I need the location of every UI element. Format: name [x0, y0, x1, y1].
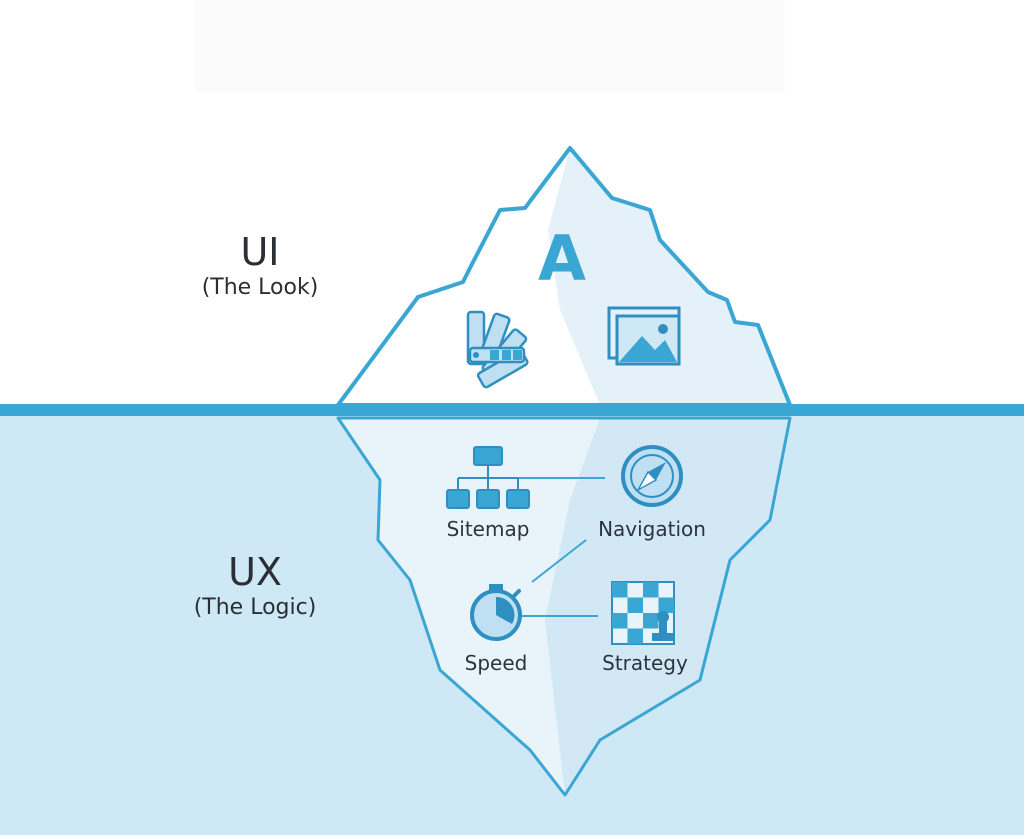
ux-title: UX	[228, 550, 282, 594]
color-swatch-icon	[466, 310, 529, 389]
ui-title: UI	[240, 230, 280, 274]
svg-text:A: A	[538, 222, 586, 295]
ui-label-group: UI (The Look)	[200, 230, 320, 302]
speed-label: Speed	[465, 651, 528, 675]
navigation-label: Navigation	[598, 517, 706, 541]
chess-strategy-icon	[611, 581, 675, 645]
connector-line	[531, 539, 587, 583]
stopwatch-icon	[470, 584, 522, 641]
sitemap-label: Sitemap	[447, 517, 530, 541]
top-band	[195, 0, 785, 92]
letter-a-icon: A	[538, 222, 586, 295]
waterline	[0, 404, 1024, 416]
ui-subtitle: (The Look)	[201, 275, 319, 300]
strategy-label: Strategy	[602, 651, 688, 675]
ux-subtitle: (The Logic)	[193, 595, 317, 620]
image-icon	[607, 306, 681, 366]
compass-icon	[621, 445, 683, 507]
ux-label-group: UX (The Logic)	[175, 550, 335, 622]
sitemap-icon	[446, 446, 530, 509]
